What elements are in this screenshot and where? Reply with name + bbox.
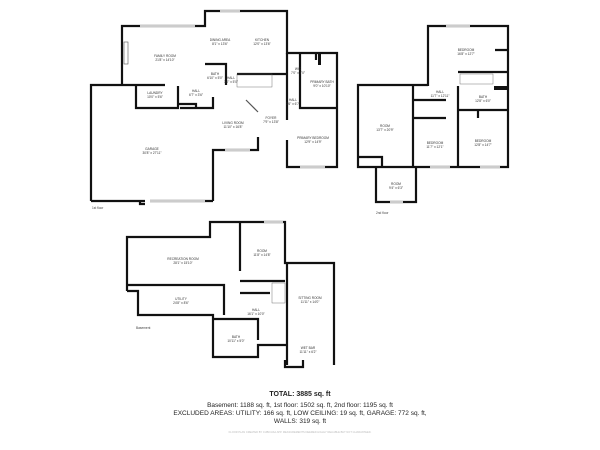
room-name: WET BAR: [301, 346, 316, 350]
floor-areas: Basement: 1188 sq. ft, 1st floor: 1502 s…: [207, 402, 393, 409]
room-name: BATH: [232, 335, 241, 339]
staircase: [236, 73, 273, 88]
interior-walls: [358, 48, 508, 167]
room-name: UTILITY: [175, 297, 188, 301]
floor-label: Basement: [136, 326, 150, 330]
room-dims: 11'11" x 6'2": [299, 350, 316, 354]
walls-area: WALLS: 319 sq. ft: [273, 418, 327, 425]
room-dims: 12'8" x 6'0": [475, 99, 491, 103]
walls: [356, 24, 510, 204]
room-dims: 7'9" x 13'8": [263, 120, 279, 124]
room-name: FAMILY ROOM: [154, 54, 176, 58]
basement-plan: RECREATION ROOM 28'1" x 15'10" ROOM 11'8…: [125, 220, 336, 369]
walls: [125, 220, 336, 365]
room-name: WIC: [295, 67, 302, 71]
room-name: LAUNDRY: [147, 91, 163, 95]
total-area: TOTAL: 3885 sq. ft: [269, 391, 331, 398]
room-name: HALL: [227, 76, 235, 80]
room-dims: 9'4" x 6'3": [389, 186, 403, 190]
room-name: HALL: [192, 89, 200, 93]
room-dims: 3'0" x 5'0": [224, 80, 238, 84]
room-name: BEDROOM: [427, 141, 444, 145]
room-name: KITCHEN: [255, 38, 270, 42]
room-dims: 10'0" x 5'6": [147, 95, 163, 99]
interior-walls: [127, 222, 285, 340]
staircase: [271, 282, 286, 304]
room-name: RECREATION ROOM: [167, 257, 199, 261]
room-dims: 11'7" x 12'1": [426, 145, 443, 149]
room-name: BEDROOM: [475, 139, 492, 143]
room-dims: 3'6" x 6'7": [286, 102, 300, 106]
room-name: FOYER: [266, 116, 278, 120]
room-dims: 21'8" x 14'10": [155, 58, 174, 62]
room-dims: 6'10" x 5'0": [207, 76, 223, 80]
room-name: DINING AREA: [210, 38, 231, 42]
room-name: SITTING ROOM: [298, 296, 322, 300]
room-dims: 10'11" x 5'0": [227, 339, 244, 343]
room-dims: 6'7" x 3'6": [189, 93, 203, 97]
room-name: PRIMARY BATH: [310, 80, 334, 84]
room-dims: 12'0" x 13'6": [253, 42, 270, 46]
garage-walls: [89, 83, 213, 206]
excluded-areas: EXCLUDED AREAS: UTILITY: 166 sq. ft, LOW…: [173, 410, 427, 417]
room-name: BATH: [479, 95, 488, 99]
staircase: [459, 73, 494, 85]
room-dims: 8'1" x 13'6": [212, 42, 228, 46]
room-dims: 16'8" x 12'7": [457, 52, 474, 56]
room-dims: 7'0" x 7'0": [291, 71, 305, 75]
second-floor-plan: BEDROOM 16'8" x 12'7" HALL 11'7" x 12'11…: [356, 24, 510, 215]
room-name: GARAGE: [145, 147, 159, 151]
room-name: ROOM: [257, 249, 267, 253]
room-name: LIVING ROOM: [222, 121, 244, 125]
room-name: HALL: [436, 90, 444, 94]
room-name: BATH: [211, 72, 220, 76]
room-dims: 28'1" x 15'10": [173, 261, 192, 265]
floor-label: 2nd floor: [376, 211, 389, 215]
room-dims: 13'7" x 20'9": [376, 128, 393, 132]
room-name: HALL: [252, 308, 260, 312]
room-name: ROOM: [391, 182, 401, 186]
room-dims: 24'8" x 8'6": [173, 301, 189, 305]
fireplace-icon: [123, 41, 129, 65]
closet-block: [318, 53, 321, 65]
credit-note: FLOOR PLAN CREATED BY CUBICASA APP. MEAS…: [228, 431, 372, 434]
room-dims: 11'10" x 16'8": [223, 125, 242, 129]
room-name: ROOM: [380, 124, 390, 128]
closet-block: [494, 86, 507, 90]
first-floor-plan: FAMILY ROOM 21'8" x 14'10" DINING AREA 8…: [89, 9, 339, 210]
room-name: PRIMARY BEDROOM: [297, 136, 329, 140]
laundry-walls: [134, 86, 215, 110]
room-name: HALL: [289, 98, 297, 102]
room-name: BEDROOM: [458, 48, 475, 52]
room-dims: 12'9" x 14'9": [304, 140, 321, 144]
room-dims: 11'11" x 14'0": [301, 300, 320, 304]
room-dims: 9'0" x 10'10": [313, 84, 330, 88]
room-dims: 30'8" x 27'11": [142, 151, 161, 155]
room-dims: 16'1" x 10'0": [247, 312, 264, 316]
floor-label: 1st floor: [92, 206, 104, 210]
room-dims: 12'8" x 14'7": [474, 143, 491, 147]
bump: [283, 360, 305, 369]
railing: [245, 99, 259, 113]
room-dims: 11'7" x 12'11": [431, 94, 450, 98]
room-dims: 11'8" x 14'8": [253, 253, 270, 257]
